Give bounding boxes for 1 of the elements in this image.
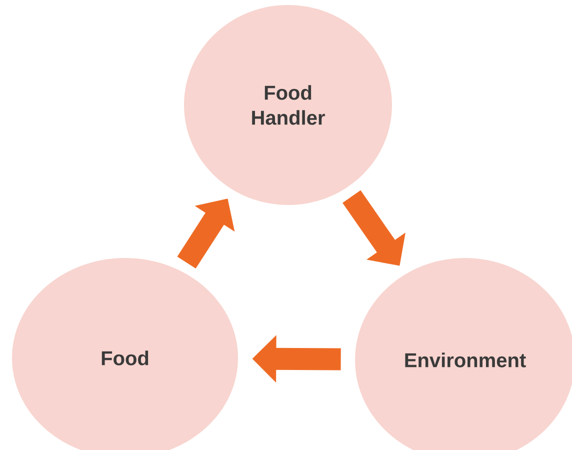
ellipse-node: Food Handler <box>184 5 392 205</box>
